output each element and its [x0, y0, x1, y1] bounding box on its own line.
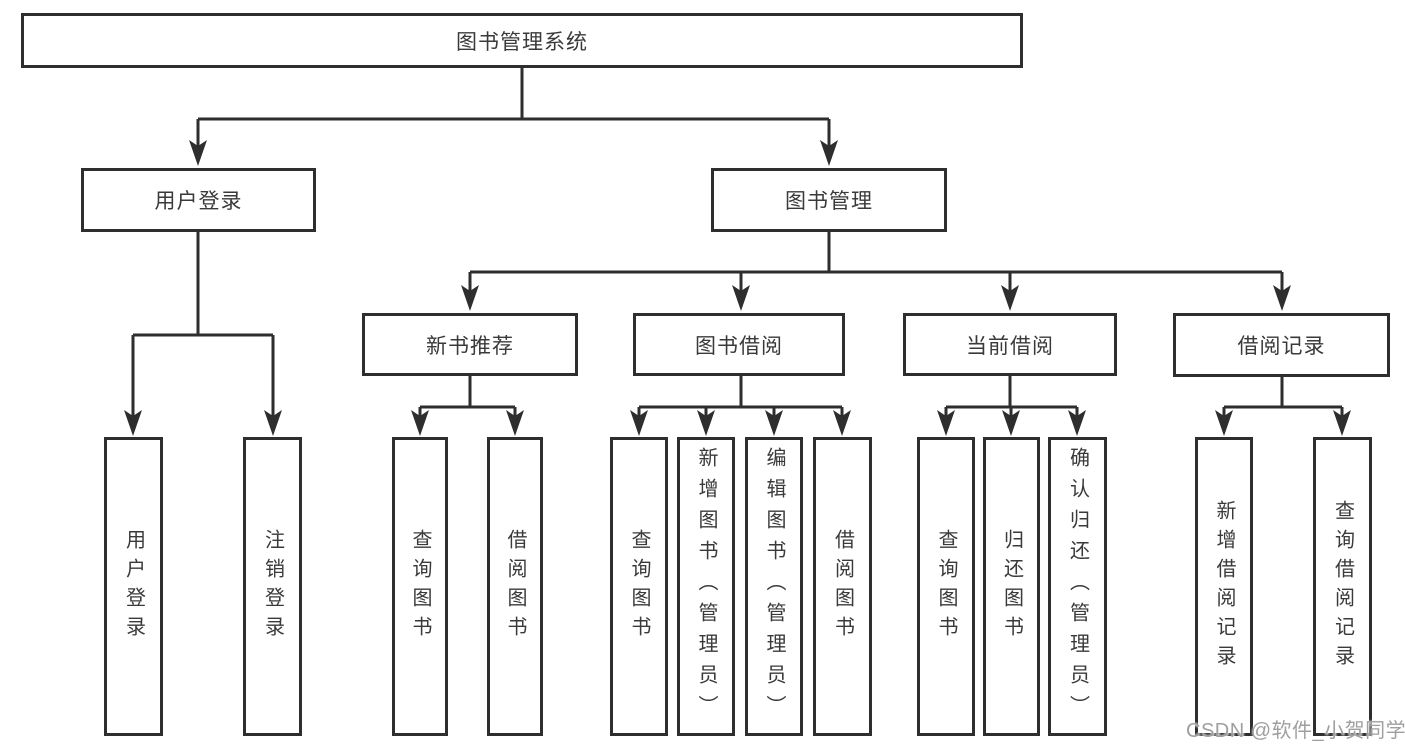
node-label: 查询图书	[628, 528, 650, 645]
node-book-borrowing: 图书借阅	[633, 313, 845, 376]
node-label: 确认归还（管理员）	[1066, 447, 1089, 726]
node-label: 当前借阅	[966, 334, 1054, 358]
node-user-login: 用户登录	[81, 168, 316, 232]
node-label: 归还图书	[1000, 528, 1023, 645]
node-new-book-recommendation: 新书推荐	[362, 313, 578, 376]
leaf-add-borrow-record: 新增借阅记录	[1195, 437, 1253, 736]
node-label: 借阅图书	[504, 528, 526, 645]
node-label: 注销登录	[261, 528, 284, 645]
leaf-query-books-borrowing: 查询图书	[610, 437, 668, 736]
node-label: 新书推荐	[426, 334, 514, 358]
node-borrowing-records: 借阅记录	[1173, 313, 1390, 377]
node-library-management-system: 图书管理系统	[21, 13, 1023, 68]
node-label: 用户登录	[154, 190, 243, 213]
node-label: 借阅图书	[831, 528, 854, 645]
node-label: 新增图书（管理员）	[695, 447, 717, 726]
leaf-borrow-books-recommend: 借阅图书	[487, 437, 543, 736]
node-label: 图书借阅	[695, 334, 783, 358]
node-label: 图书管理系统	[456, 30, 588, 54]
leaf-user-login: 用户登录	[104, 437, 163, 736]
node-label: 查询借阅记录	[1331, 499, 1354, 674]
leaf-borrow-books-borrowing: 借阅图书	[813, 437, 872, 736]
leaf-edit-books-admin: 编辑图书（管理员）	[745, 437, 803, 736]
node-label: 查询图书	[935, 528, 957, 645]
leaf-query-borrow-record: 查询借阅记录	[1313, 437, 1372, 736]
node-label: 用户登录	[122, 528, 145, 645]
leaf-query-books-current: 查询图书	[917, 437, 975, 736]
leaf-query-books-recommend: 查询图书	[392, 437, 448, 736]
node-label: 图书管理	[785, 190, 873, 213]
leaf-logout: 注销登录	[243, 437, 302, 736]
node-book-management: 图书管理	[711, 168, 947, 232]
leaf-confirm-return-admin: 确认归还（管理员）	[1048, 437, 1107, 736]
watermark: CSDN @软件_小贺同学	[1186, 720, 1405, 742]
leaf-add-books-admin: 新增图书（管理员）	[677, 437, 735, 736]
leaf-return-books: 归还图书	[983, 437, 1040, 736]
node-label: 查询图书	[409, 528, 431, 645]
node-label: 借阅记录	[1237, 335, 1326, 358]
node-label: 新增借阅记录	[1213, 499, 1235, 674]
node-label: 编辑图书（管理员）	[763, 447, 785, 726]
node-current-borrowing: 当前借阅	[903, 313, 1117, 376]
